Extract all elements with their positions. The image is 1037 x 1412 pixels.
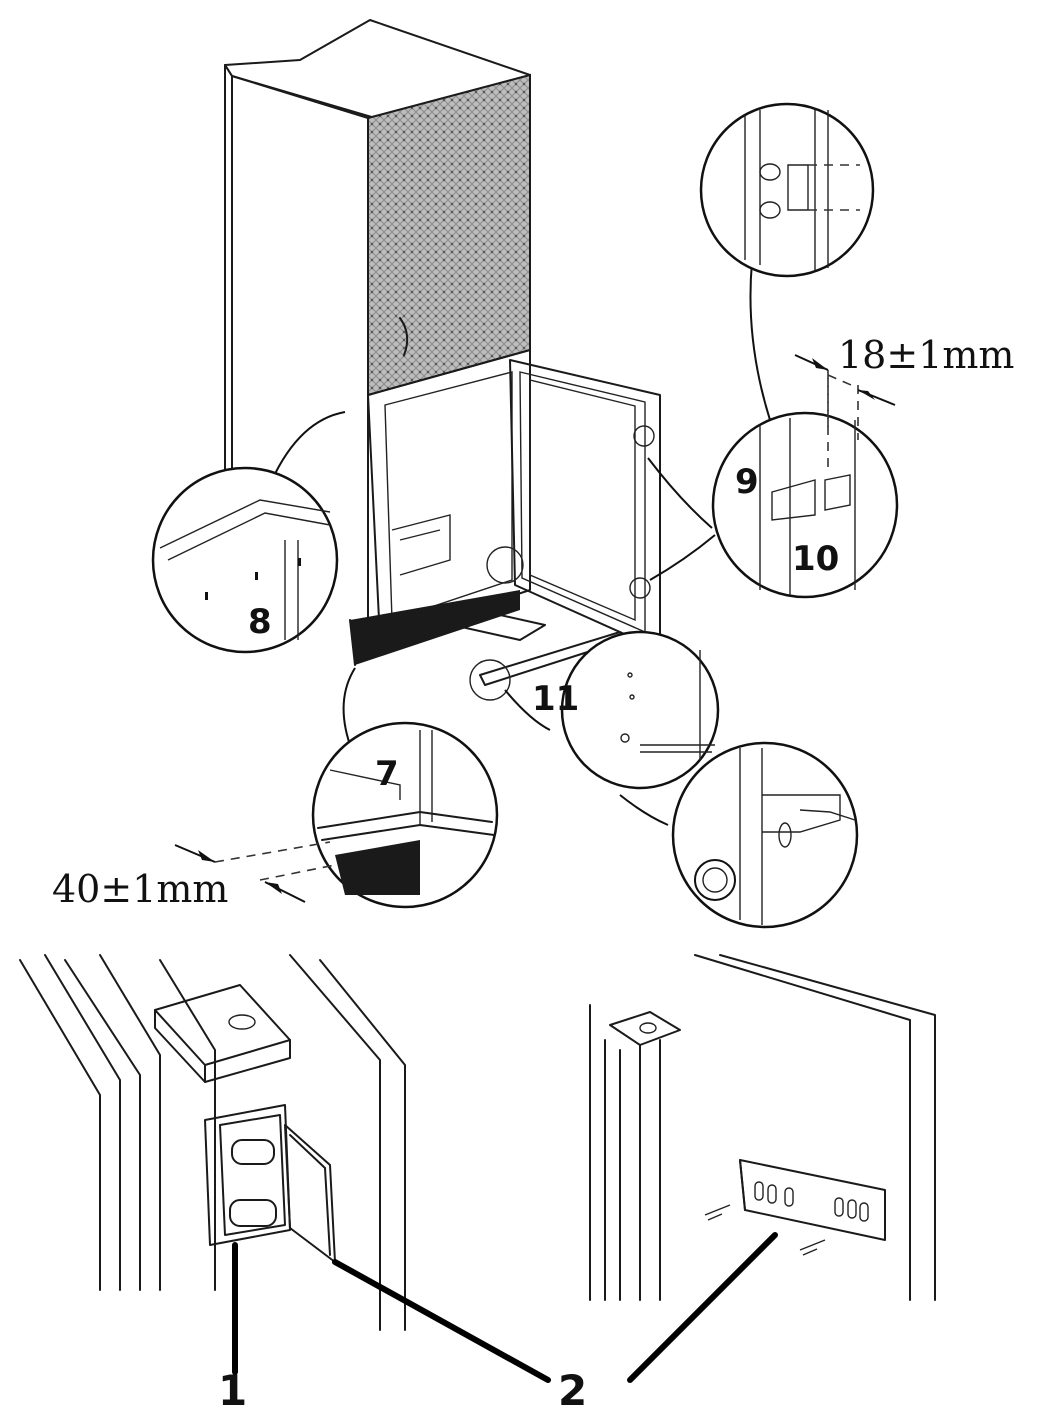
callout-7: 7: [311, 721, 499, 909]
callout-9-10: 9 10: [711, 378, 899, 599]
label-9: 9: [735, 462, 759, 502]
callout-8: 8: [151, 466, 339, 654]
dimension-18-label: 18±1mm: [838, 333, 1014, 377]
label-10: 10: [792, 539, 839, 579]
callout-11: 11: [532, 630, 720, 790]
appliance-cabinet: [224, 19, 771, 826]
label-2: 2: [558, 1366, 587, 1412]
callout-bottom-detail: [671, 741, 859, 929]
callout-hinge-top: [699, 102, 875, 278]
label-11: 11: [532, 679, 579, 719]
label-8: 8: [248, 602, 272, 642]
label-1: 1: [218, 1366, 247, 1412]
dimension-bottom-gap: 40±1mm: [52, 841, 336, 911]
bottom-leaders: [232, 1232, 778, 1383]
hinge-left-detail: [19, 954, 406, 1331]
hinge-right-detail: [589, 954, 936, 1301]
label-7: 7: [375, 754, 399, 794]
dimension-40-label: 40±1mm: [52, 867, 228, 911]
dimension-door-gap: 18±1mm: [794, 333, 1014, 440]
